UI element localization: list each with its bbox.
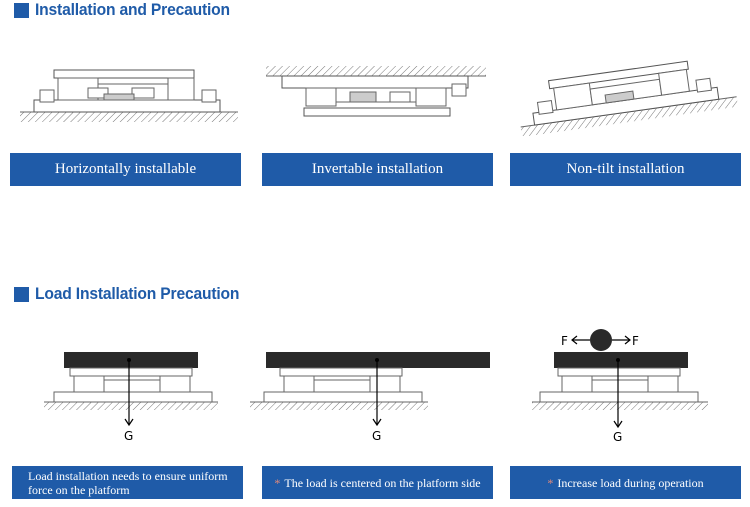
caption-uniform-force: Load installation needs to ensure unifor… [12, 466, 243, 499]
caption-centered: * The load is centered on the platform s… [262, 466, 493, 499]
section-heading: Load Installation Precaution [35, 284, 240, 303]
section-bullet-icon [14, 286, 29, 302]
section-title-installation: Installation and Precaution [14, 0, 247, 20]
gravity-label: G [124, 429, 133, 443]
centered-load-diagram: G [250, 352, 490, 443]
force-label-right: F [632, 334, 639, 348]
bullet-marker: * [274, 475, 281, 490]
caption-text: The load is centered on the platform sid… [284, 475, 481, 490]
section-title-load: Load Installation Precaution [14, 284, 257, 304]
dynamic-load-diagram: F F G [532, 329, 708, 444]
section-bullet-icon [14, 2, 29, 18]
section-heading: Installation and Precaution [35, 0, 230, 19]
caption-horizontal: Horizontally installable [10, 153, 241, 186]
load-ball-icon [590, 329, 612, 351]
bullet-marker: * [547, 475, 554, 490]
caption-increase-load: * Increase load during operation [510, 466, 741, 499]
gravity-label: G [372, 429, 381, 443]
tilted-installation-diagram [520, 60, 739, 136]
caption-non-tilt: Non-tilt installation [510, 153, 741, 186]
inverted-installation-diagram [266, 66, 486, 117]
uniform-load-diagram: G [44, 352, 218, 443]
force-label-left: F [561, 334, 568, 348]
gravity-label: G [613, 430, 622, 444]
caption-invertable: Invertable installation [262, 153, 493, 186]
caption-text: Increase load during operation [557, 475, 704, 490]
horizontal-installation-diagram [20, 69, 238, 122]
caption-text: Load installation needs to ensure unifor… [28, 468, 228, 497]
